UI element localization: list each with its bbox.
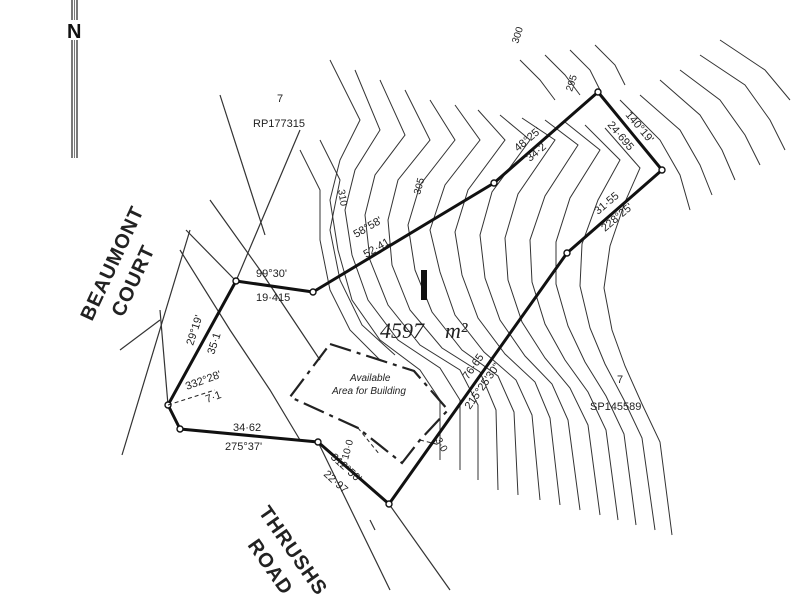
distance-top: 19·415	[256, 292, 290, 304]
contour-label-310: 310	[335, 189, 349, 208]
distance-w: 7·1	[204, 389, 223, 406]
survey-mark-icon	[421, 270, 427, 300]
distance-sw: 34·62	[233, 422, 261, 434]
distance-ne: 52·41	[362, 236, 392, 260]
north-arrow-icon: N	[64, 0, 86, 158]
east-lot-number: 7	[617, 374, 623, 386]
road-lines	[119, 94, 451, 591]
setback-line	[419, 439, 441, 446]
building-area-outline	[288, 342, 450, 465]
north-lot-plan: RP177315	[253, 118, 305, 130]
bearing-ne: 58°58'	[352, 215, 385, 241]
bearing-top: 99°30'	[256, 268, 287, 280]
area-unit: m²	[445, 318, 468, 343]
building-label-2: Area for Building	[331, 386, 406, 397]
area-value: 4597	[380, 318, 425, 343]
contour-label-300: 300	[510, 25, 526, 45]
lot-area: 4597 m²	[380, 318, 468, 343]
north-lot-number: 7	[277, 93, 283, 105]
building-label-1: Available	[349, 373, 391, 384]
distance-nw: 35·1	[205, 331, 223, 356]
bearing-sw: 275°37'	[225, 441, 262, 453]
boundary-vertices	[164, 88, 666, 508]
east-lot-plan: SP145589	[590, 401, 641, 413]
setback-label-1: 10·0	[340, 438, 356, 461]
contour-lines	[299, 39, 791, 536]
contour-label-305: 305	[412, 176, 427, 195]
contour-label-295: 295	[564, 73, 580, 93]
dimension-line	[167, 389, 216, 406]
north-label: N	[67, 21, 81, 43]
setback-line	[357, 427, 381, 456]
